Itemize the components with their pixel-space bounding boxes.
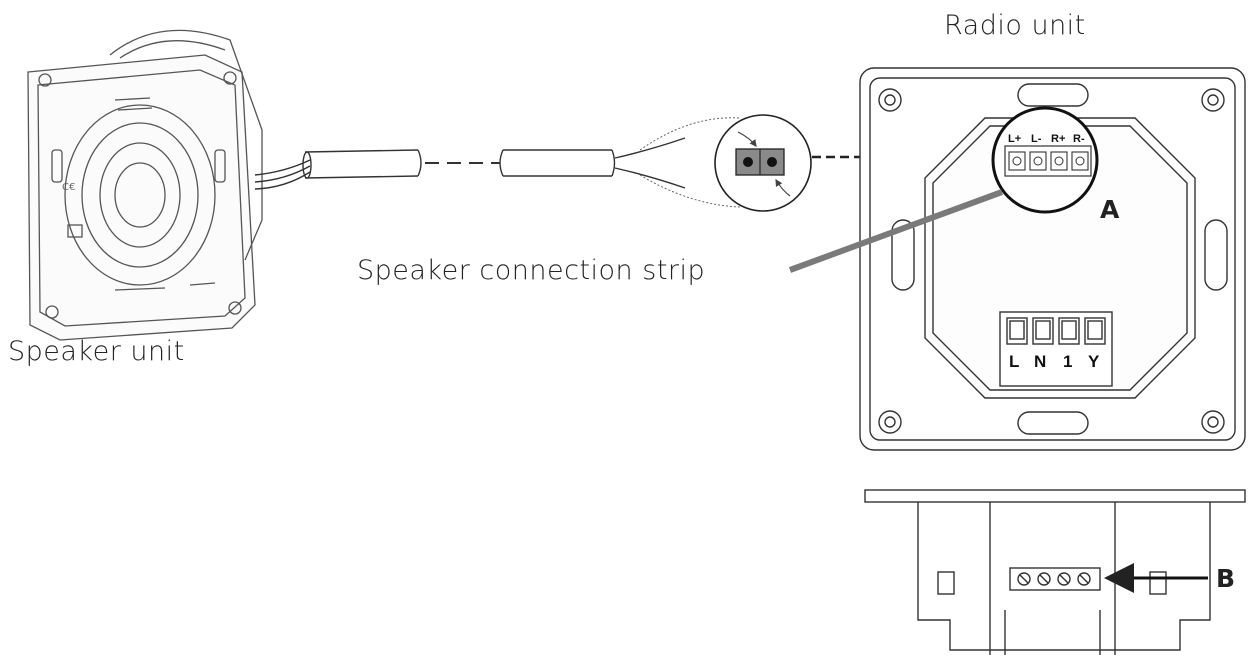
speaker-cable bbox=[254, 137, 686, 190]
callout-b: B bbox=[1216, 564, 1236, 593]
terminal-n: N bbox=[1034, 352, 1047, 371]
terminal-r-plus: R+ bbox=[1051, 133, 1066, 145]
svg-text:C€: C€ bbox=[62, 182, 75, 193]
callout-a: A bbox=[1100, 195, 1120, 224]
connection-strip-label: Speaker connection strip bbox=[357, 255, 706, 286]
terminal-l-plus: L+ bbox=[1008, 133, 1022, 145]
connection-strip-magnifier bbox=[714, 114, 812, 212]
radio-unit-label: Radio unit bbox=[944, 10, 1086, 41]
radio-unit-front bbox=[859, 67, 1246, 451]
radio-unit-side bbox=[864, 489, 1246, 655]
terminal-l: L bbox=[1009, 352, 1020, 371]
speaker-unit-label: Speaker unit bbox=[8, 336, 185, 367]
speaker-unit-drawing: C€ bbox=[27, 29, 263, 341]
terminal-l-minus: L- bbox=[1031, 133, 1042, 145]
terminal-1: 1 bbox=[1063, 352, 1073, 371]
connection-strip-pointer bbox=[788, 189, 1004, 273]
terminal-antenna: Y bbox=[1088, 352, 1100, 371]
terminal-r-minus: R- bbox=[1073, 133, 1085, 145]
magnifier-lines bbox=[639, 117, 741, 208]
speaker-terminal-block bbox=[991, 106, 1099, 214]
